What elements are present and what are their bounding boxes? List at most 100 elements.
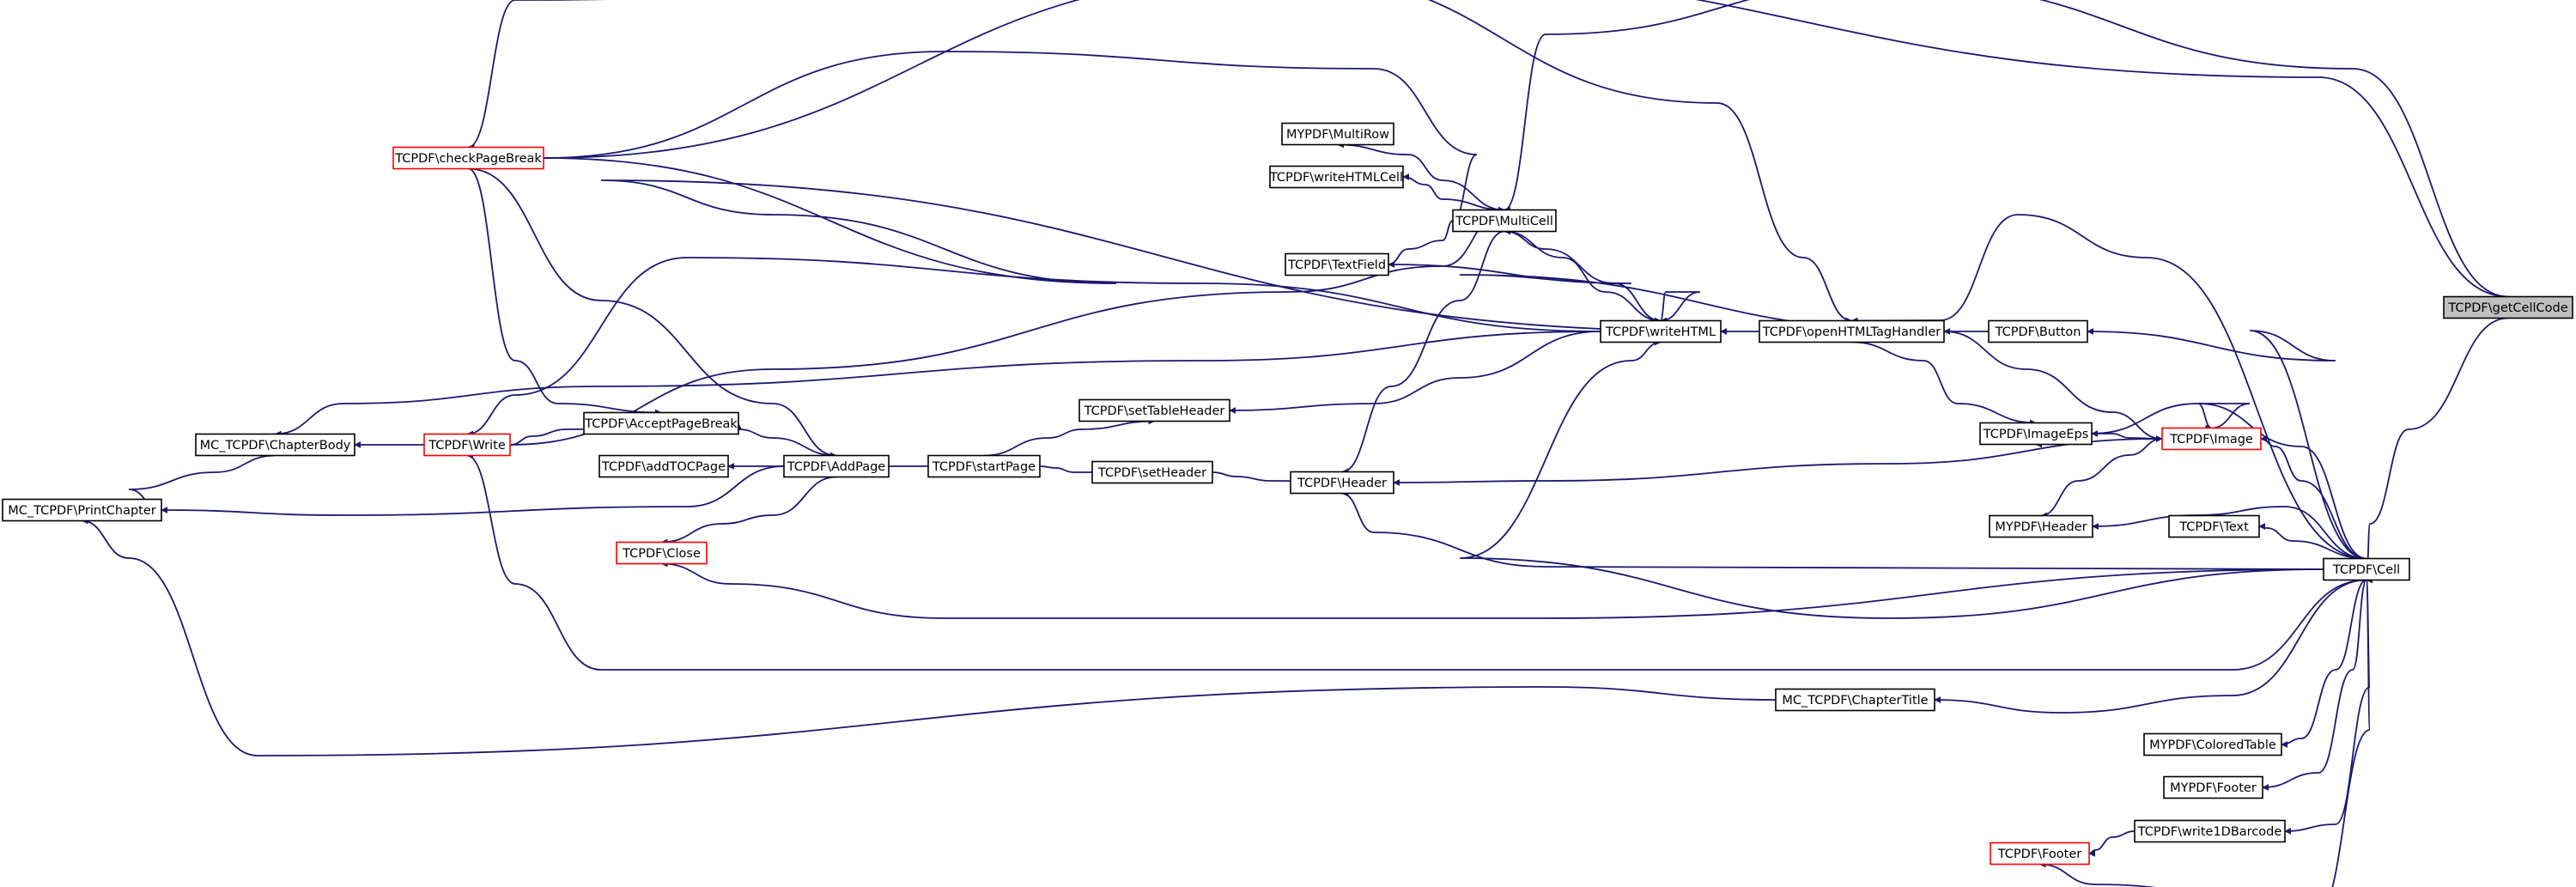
node-setTableHeader[interactable]: TCPDF\setTableHeader (1078, 398, 1230, 422)
edge-checkPageBreak-to-writeHTML (543, 157, 1722, 335)
edge-Cell-to-ColoredTable (2281, 579, 2367, 748)
node-label: TCPDF\getCellCode (2447, 301, 2567, 315)
node-label: TCPDF\Header (1297, 477, 1387, 490)
node-Button[interactable]: TCPDF\Button (1988, 319, 2088, 343)
node-box (2161, 427, 2262, 451)
node-box (1979, 422, 2093, 446)
node-setHeader[interactable]: TCPDF\setHeader (1091, 460, 1213, 484)
edges-layer (81, 0, 2509, 887)
edge-checkPageBreak-to-MultiCell (543, 51, 1478, 224)
edge-write1DBarcode-to-FooterT (2088, 830, 2136, 857)
edge-writeHTML-to-Write (466, 257, 1601, 438)
edge-Cell-to-Text (2258, 523, 2367, 560)
node-box (583, 411, 739, 435)
node-box (423, 433, 511, 457)
edge-Cell-to-Close (660, 560, 2324, 619)
node-label: TCPDF\Button (1995, 325, 2081, 339)
edge-Image-to-HeaderT (1393, 438, 2163, 486)
node-MYFooter[interactable]: MYPDF\Footer (2163, 775, 2263, 799)
edge-checkPageBreak-to-AddPage (468, 167, 837, 459)
node-label: TCPDF\Close (622, 547, 701, 561)
node-openHTMLTagHandler[interactable]: TCPDF\openHTMLTagHandler (1759, 319, 1945, 343)
node-Cell[interactable]: TCPDF\Cell (2323, 557, 2410, 581)
node-addTOCPage[interactable]: TCPDF\addTOCPage (598, 454, 729, 478)
node-writeHTML[interactable]: TCPDF\writeHTML (1600, 319, 1722, 343)
node-label: MYPDF\ColoredTable (2149, 738, 2276, 752)
node-box (2143, 732, 2282, 756)
edge-writeHTML-to-ChapterBody (274, 331, 1601, 438)
node-label: MC_TCPDF\ChapterBody (200, 439, 351, 453)
node-box (1290, 471, 1394, 495)
node-box (1988, 319, 2088, 343)
node-box (2443, 295, 2573, 319)
edge-Cell-to-Write (466, 452, 2367, 671)
node-label: TCPDF\Write (428, 439, 506, 453)
node-getCellCode[interactable]: TCPDF\getCellCode (2443, 295, 2573, 319)
node-box (1091, 460, 1213, 484)
node-MultiRow[interactable]: MYPDF\MultiRow (1281, 122, 1394, 146)
edge-Cell-to-MYFooter (2262, 579, 2367, 791)
node-Close[interactable]: TCPDF\Close (616, 541, 708, 565)
edge-Cell-to-write1DBarcode (2284, 579, 2371, 835)
node-label: MC_TCPDF\PrintChapter (8, 504, 156, 518)
node-box (1775, 688, 1935, 712)
edge-getCellCode-to-MultiCell (1504, 0, 2509, 298)
node-box (2134, 819, 2286, 843)
node-ColoredTable[interactable]: MYPDF\ColoredTable (2143, 732, 2282, 756)
node-writeHTMLCell[interactable]: TCPDF\writeHTMLCell (1269, 165, 1404, 189)
node-box (1990, 841, 2090, 866)
node-PrintChapter[interactable]: MC_TCPDF\PrintChapter (2, 498, 162, 522)
node-Text[interactable]: TCPDF\Text (2168, 514, 2260, 538)
node-ChapterBody[interactable]: MC_TCPDF\ChapterBody (195, 433, 355, 457)
node-AcceptPageBreak[interactable]: TCPDF\AcceptPageBreak (583, 411, 739, 435)
edge-AddPage-to-Close (660, 476, 837, 546)
node-box (2323, 557, 2410, 581)
node-box (1759, 319, 1945, 343)
node-label: TCPDF\Image (2169, 433, 2253, 447)
node-box (783, 454, 890, 478)
node-Write[interactable]: TCPDF\Write (423, 433, 511, 457)
edge-Cell-to-ChapterTitle (1934, 579, 2367, 714)
node-label: TCPDF\Footer (1997, 848, 2081, 861)
node-TextField[interactable]: TCPDF\TextField (1285, 252, 1389, 276)
node-label: TCPDF\Cell (2332, 563, 2400, 577)
node-startPage[interactable]: TCPDF\startPage (927, 454, 1041, 478)
node-box (1452, 209, 1557, 233)
node-MultiCell[interactable]: TCPDF\MultiCell (1452, 209, 1557, 233)
node-box (927, 454, 1041, 478)
edge-Write-to-MultiCell (509, 206, 1505, 446)
node-write1DBarcode[interactable]: TCPDF\write1DBarcode (2134, 819, 2286, 843)
node-ChapterTitle[interactable]: MC_TCPDF\ChapterTitle (1775, 688, 1935, 712)
node-label: TCPDF\openHTMLTagHandler (1762, 325, 1941, 339)
node-label: TCPDF\ImageEps (1983, 428, 2089, 441)
node-HeaderT[interactable]: TCPDF\Header (1290, 471, 1394, 495)
edge-AddPage-to-PrintChapter (161, 465, 785, 516)
node-box (1285, 252, 1389, 276)
node-label: TCPDF\writeHTML (1605, 325, 1716, 339)
node-MYHeader[interactable]: MYPDF\Header (1989, 514, 2093, 538)
nodes-layer: TCPDF\getCellCodeTCPDF\CellTCPDF\ButtonT… (2, 122, 2573, 866)
edge-checkPageBreak-to-openHTMLTagHandler (543, 0, 1853, 325)
node-label: MYPDF\Header (1995, 520, 2087, 534)
edge-Cell-to-HeaderT (1341, 489, 2324, 570)
edge-ChapterBody-to-PrintChapter (128, 454, 276, 513)
edge-writeHTML-to-MultiCell (1504, 228, 1662, 322)
node-label: TCPDF\MultiCell (1455, 215, 1553, 228)
node-FooterT[interactable]: TCPDF\Footer (1990, 841, 2090, 866)
edge-TextField-to-openHTMLTagHandler (1388, 264, 1945, 335)
node-box (1281, 122, 1394, 146)
edge-Cell-to-FooterT (2038, 579, 2371, 887)
edge-checkPageBreak-to-AcceptPageBreak (468, 167, 662, 416)
node-ImageEps[interactable]: TCPDF\ImageEps (1979, 422, 2093, 446)
node-label: TCPDF\setHeader (1097, 466, 1206, 480)
edge-Cell-to-MYHeader (2092, 506, 2367, 560)
node-box (2168, 514, 2260, 538)
node-checkPageBreak[interactable]: TCPDF\checkPageBreak (392, 146, 544, 170)
edge-writeHTML-to-setTableHeader (1229, 331, 1601, 414)
node-box (598, 454, 729, 478)
node-Image[interactable]: TCPDF\Image (2161, 427, 2262, 451)
node-label: TCPDF\write1DBarcode (2137, 825, 2282, 839)
edge-Cell-to-Image (2260, 435, 2367, 560)
node-box (616, 541, 708, 565)
node-AddPage[interactable]: TCPDF\AddPage (783, 454, 890, 478)
